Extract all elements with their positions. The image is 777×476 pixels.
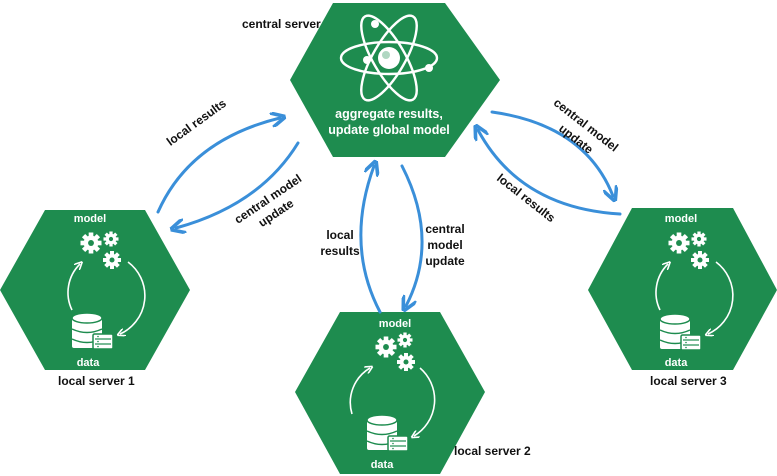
- local-server-1-name: local server 1: [58, 374, 135, 388]
- arrow-central-to-local1: [176, 141, 300, 228]
- local-server-2-name: local server 2: [454, 444, 531, 458]
- local-server-2-hexagon: [295, 312, 485, 474]
- central-server-label: central server: [242, 17, 321, 31]
- local1-data-label: data: [76, 357, 100, 369]
- local3-data-label: data: [664, 357, 688, 369]
- local-server-1-hexagon: [0, 210, 190, 370]
- local2-model-label: model: [378, 318, 412, 330]
- central-line-2: update global model: [328, 123, 450, 137]
- local1-model-label: model: [73, 213, 107, 225]
- arrow-local3-to-central: [478, 130, 622, 216]
- local-server-3-name: local server 3: [650, 374, 727, 388]
- label-mid-local-1: local: [326, 228, 354, 242]
- central-line-1: aggregate results,: [335, 107, 443, 121]
- arrow-central-to-local3: [490, 110, 613, 196]
- cycle-arrow-icon: [655, 262, 734, 334]
- local2-data-label: data: [370, 459, 394, 471]
- arrow-local1-to-central: [156, 118, 280, 214]
- arrow-local2-to-central: [359, 166, 382, 314]
- atom-icon: [339, 14, 439, 102]
- local3-model-label: model: [664, 213, 698, 225]
- label-mid-central-1: central: [425, 222, 465, 236]
- label-mid-central-3: update: [425, 254, 465, 268]
- arrow-central-to-local2: [400, 164, 424, 306]
- cycle-arrow-icon: [67, 262, 146, 334]
- label-mid-central-2: model: [427, 238, 463, 252]
- local-server-3-hexagon: [588, 208, 777, 370]
- cycle-arrow-icon: [349, 368, 436, 436]
- label-mid-local-2: results: [320, 244, 360, 258]
